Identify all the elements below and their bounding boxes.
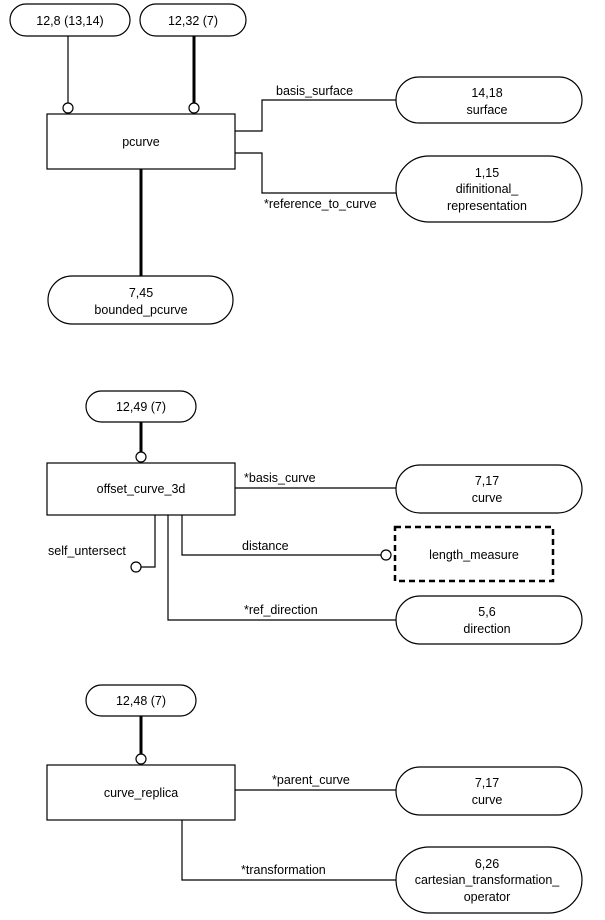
length-measure-box <box>393 525 555 583</box>
bounded-pcurve-box <box>47 275 234 325</box>
supertype-12-48-label: 12,48 (7) <box>116 694 166 708</box>
curve-replica-entity-box <box>46 764 236 821</box>
supertype-12-32-label: 12,32 (7) <box>168 14 218 28</box>
surface-box <box>395 76 583 124</box>
supertype-12-8-circle <box>62 102 74 114</box>
transformation-label: *transformation <box>241 863 326 877</box>
curve-1-ref: 7,17 <box>475 474 499 488</box>
definitional-ref: 1,15 <box>475 166 499 180</box>
curve-2-ref: 7,17 <box>475 776 499 790</box>
supertype-12-49-label: 12,49 (7) <box>116 400 166 414</box>
transformation-connector <box>181 820 396 881</box>
distance-label: distance <box>242 539 289 553</box>
self-intersect-label: self_untersect <box>48 544 126 558</box>
surface-name: surface <box>467 103 508 117</box>
curve-2-name: curve <box>472 793 503 807</box>
distance-circle <box>380 549 392 561</box>
bounded-pcurve-ref: 7,45 <box>129 286 153 300</box>
reference-to-curve-label: *reference_to_curve <box>264 197 377 211</box>
supertype-12-8-label: 12,8 (13,14) <box>36 14 103 28</box>
transform-name-line1: cartesian_transformation_ <box>415 873 561 887</box>
supertype-12-8-box <box>9 3 131 37</box>
curve-box-2 <box>395 766 583 816</box>
transform-ref: 6,26 <box>475 857 499 871</box>
pcurve-section <box>9 3 583 325</box>
self-intersect-circle <box>130 561 142 573</box>
curve-1-name: curve <box>472 491 503 505</box>
offset-curve-3d-label: offset_curve_3d <box>97 482 186 496</box>
offset-curve-3d-section <box>46 390 583 645</box>
curve-box-1 <box>395 464 583 514</box>
distance-connector <box>181 515 381 556</box>
direction-ref: 5,6 <box>478 605 495 619</box>
direction-name: direction <box>463 622 510 636</box>
cartesian-transformation-operator-box <box>395 846 583 914</box>
basis-curve-label: *basis_curve <box>244 471 316 485</box>
ref-direction-label: *ref_direction <box>244 603 318 617</box>
curve-replica-section <box>46 684 583 914</box>
direction-box <box>395 595 583 645</box>
parent-curve-label: *parent_curve <box>272 773 350 787</box>
definitional-name-line1: difinitional_ <box>456 182 520 196</box>
pcurve-label: pcurve <box>122 135 160 149</box>
definitional-name-line2: representation <box>447 199 527 213</box>
reference-to-curve-connector <box>235 152 396 194</box>
offset-curve-3d-entity-box <box>46 462 236 516</box>
surface-ref: 14,18 <box>471 86 502 100</box>
supertype-12-32-circle <box>188 102 200 114</box>
curve-replica-label: curve_replica <box>104 786 178 800</box>
basis-surface-connector <box>235 99 396 132</box>
basis-surface-label: basis_surface <box>276 84 353 98</box>
bounded-pcurve-name: bounded_pcurve <box>94 303 187 317</box>
length-measure-label: length_measure <box>429 548 519 562</box>
definitional-representation-box <box>395 155 583 223</box>
ref-direction-connector <box>167 515 396 621</box>
transform-name-line2: operator <box>464 890 511 904</box>
supertype-12-49-circle <box>135 451 147 463</box>
supertype-12-48-circle <box>135 753 147 765</box>
self-intersect-connector <box>141 515 156 568</box>
